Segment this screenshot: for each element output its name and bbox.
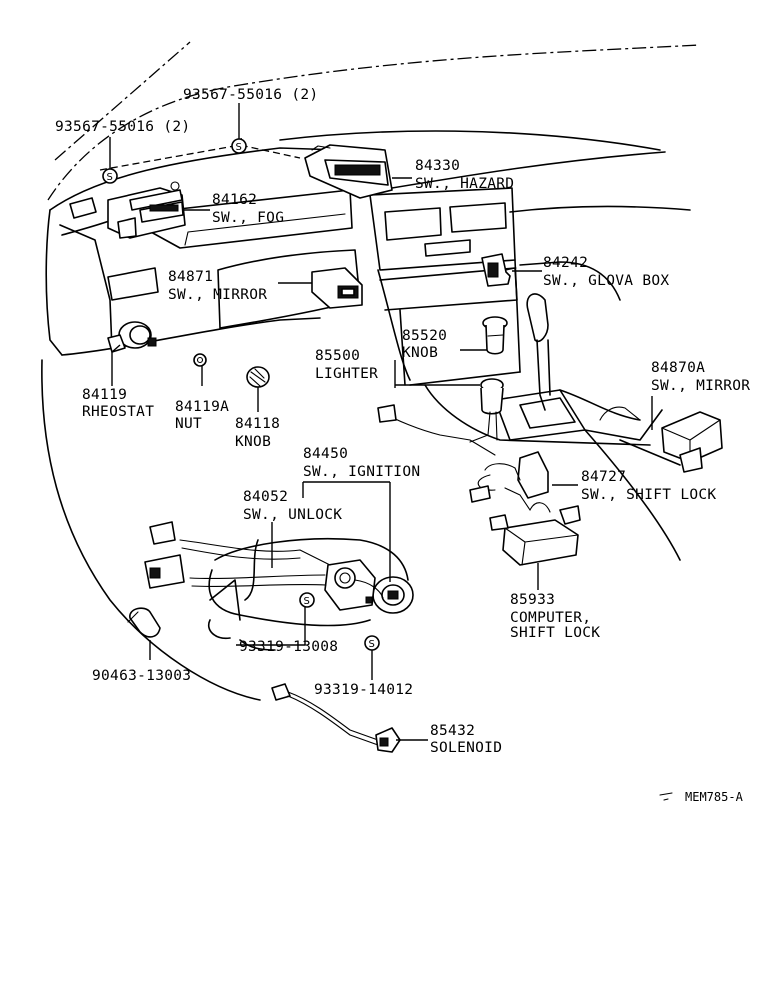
part-name-label: SW., GLOVA BOX (543, 273, 669, 289)
callout-84119A: 84119A NUT (175, 399, 229, 432)
callout-84330: 84330 SW., HAZARD (415, 158, 514, 192)
callout-84450: 84450 SW., IGNITION (303, 446, 420, 480)
callout-93567-left: 93567-55016 (2) (55, 119, 190, 135)
part-name-label: SW., SHIFT LOCK (581, 487, 716, 503)
svg-text:S: S (304, 596, 310, 607)
part-number-label: 84727 (581, 469, 626, 485)
part-name-label: COMPUTER, (510, 610, 591, 626)
callout-93567-top: 93567-55016 (2) (183, 87, 318, 103)
callout-85933: 85933 COMPUTER, SHIFT LOCK (510, 592, 600, 641)
svg-text:S: S (107, 172, 113, 183)
callout-84870A: 84870A SW., MIRROR (651, 360, 750, 394)
part-number-label: 84119A (175, 399, 229, 415)
nut-part (193, 353, 207, 367)
callout-84052: 84052 SW., UNLOCK (243, 489, 342, 523)
screw-symbol-3: S (299, 592, 315, 608)
fog-switch-part (107, 181, 186, 239)
part-name-label-2: SHIFT LOCK (510, 625, 600, 641)
callout-93319-13008: 93319-13008 (239, 639, 338, 655)
ignition-switch-part (144, 521, 414, 627)
mirror-switch-part (311, 267, 363, 309)
mirror-switch-right-part (661, 411, 723, 473)
callout-85432: 85432 SOLENOID (430, 723, 502, 756)
callout-84162: 84162 SW., FOG (212, 192, 284, 226)
part-number-label: 84052 (243, 489, 288, 505)
drawing-code-label: MEM785-A (685, 790, 744, 804)
glovebox-switch-part (481, 253, 517, 287)
callout-85520: 85520 KNOB (402, 328, 447, 361)
part-number-label: 85933 (510, 592, 555, 608)
part-name-label: SW., HAZARD (415, 176, 514, 192)
screw-symbol-1: S (102, 168, 118, 184)
leader-lines (109, 103, 653, 741)
part-number-label: 93567-55016 (2) (55, 119, 190, 135)
hazard-switch-part (304, 144, 393, 199)
part-name-label: KNOB (402, 345, 438, 361)
part-number-label: 84330 (415, 158, 460, 174)
part-name-label: KNOB (235, 434, 271, 450)
callout-90463-13003: 90463-13003 (92, 668, 191, 684)
part-name-label: SW., IGNITION (303, 464, 420, 480)
callout-84871: 84871 SW., MIRROR (168, 269, 267, 303)
part-name-label: NUT (175, 416, 202, 432)
part-name-label: RHEOSTAT (82, 404, 154, 420)
callout-93319-14012: 93319-14012 (314, 682, 413, 698)
callout-84118: 84118 KNOB (235, 416, 280, 450)
part-number-label: 85520 (402, 328, 447, 344)
part-number-label: 84450 (303, 446, 348, 462)
callout-85500: 85500 LIGHTER (315, 348, 378, 382)
lighter-knob-part (482, 316, 508, 355)
part-number-label: 93567-55016 (2) (183, 87, 318, 103)
callout-84119: 84119 RHEOSTAT (82, 387, 154, 420)
part-number-label: 84242 (543, 255, 588, 271)
screw-symbol-4: S (364, 635, 380, 651)
solenoid-part (271, 683, 401, 753)
svg-text:S: S (236, 142, 242, 153)
shift-lock-computer-part (489, 502, 581, 566)
part-name-label: SW., UNLOCK (243, 507, 342, 523)
rheostat-part (107, 321, 157, 353)
part-number-label: 85500 (315, 348, 360, 364)
callout-84727: 84727 SW., SHIFT LOCK (581, 469, 716, 503)
part-number-label: 84870A (651, 360, 705, 376)
shift-lock-switch-part (469, 451, 549, 511)
callout-84242: 84242 SW., GLOVA BOX (543, 255, 669, 289)
part-number-label: 85432 (430, 723, 475, 739)
part-number-label: 90463-13003 (92, 668, 191, 684)
part-number-label: 84118 (235, 416, 280, 432)
screw-symbol-2: S (231, 138, 247, 154)
lighter-part (377, 378, 504, 456)
part-number-label: 93319-13008 (239, 639, 338, 655)
rheostat-knob-part (246, 366, 270, 388)
svg-text:S: S (369, 639, 375, 650)
part-name-label: SW., MIRROR (651, 378, 750, 394)
part-number-label: 84119 (82, 387, 127, 403)
part-number-label: 93319-14012 (314, 682, 413, 698)
part-name-label: SOLENOID (430, 740, 502, 756)
clamp-part (127, 607, 161, 638)
part-number-label: 84162 (212, 192, 257, 208)
part-name-label: SW., MIRROR (168, 287, 267, 303)
part-name-label: LIGHTER (315, 366, 378, 382)
part-name-label: SW., FOG (212, 210, 284, 226)
drawing-code: MEM785-A (659, 790, 744, 804)
part-number-label: 84871 (168, 269, 213, 285)
